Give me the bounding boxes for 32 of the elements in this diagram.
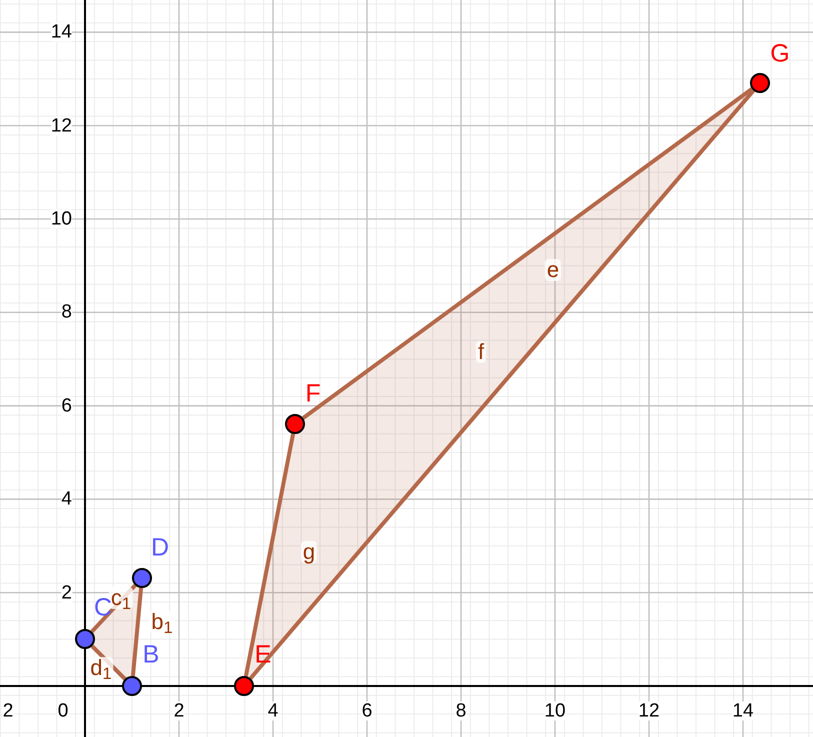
tick-label: 2: [61, 583, 72, 602]
tick-label: 6: [61, 396, 72, 416]
point: [750, 73, 770, 93]
tick-label: 2: [174, 702, 184, 720]
edge-label: b$_{1}$: [149, 611, 175, 633]
point-label: E: [254, 642, 272, 668]
tick-label: 4: [61, 490, 72, 509]
tick-label: 10: [50, 210, 72, 228]
edge-label: g: [300, 541, 318, 563]
tick-label: 10: [544, 702, 566, 720]
tick-label: 14: [50, 22, 72, 42]
tick-label: 12: [638, 702, 660, 720]
point: [285, 414, 305, 434]
tick-label: 12: [50, 116, 72, 136]
tick-label: 6: [362, 702, 372, 720]
point-label: G: [770, 42, 790, 66]
tick-label: 8: [61, 302, 72, 322]
segment: [244, 433, 296, 677]
point-label: F: [305, 382, 321, 406]
segment: [130, 588, 144, 676]
edge-label: e: [544, 259, 562, 281]
point: [234, 676, 254, 696]
edge-label: f: [476, 341, 486, 363]
point-label: D: [150, 536, 170, 560]
tick-label: 8: [456, 702, 466, 720]
point-label: B: [142, 642, 160, 668]
edge-label: d$_{1}$: [88, 657, 114, 679]
tick-label: 14: [732, 702, 754, 720]
tick-label: 4: [268, 702, 278, 720]
point: [75, 629, 95, 649]
point: [132, 568, 152, 588]
point: [122, 676, 142, 696]
